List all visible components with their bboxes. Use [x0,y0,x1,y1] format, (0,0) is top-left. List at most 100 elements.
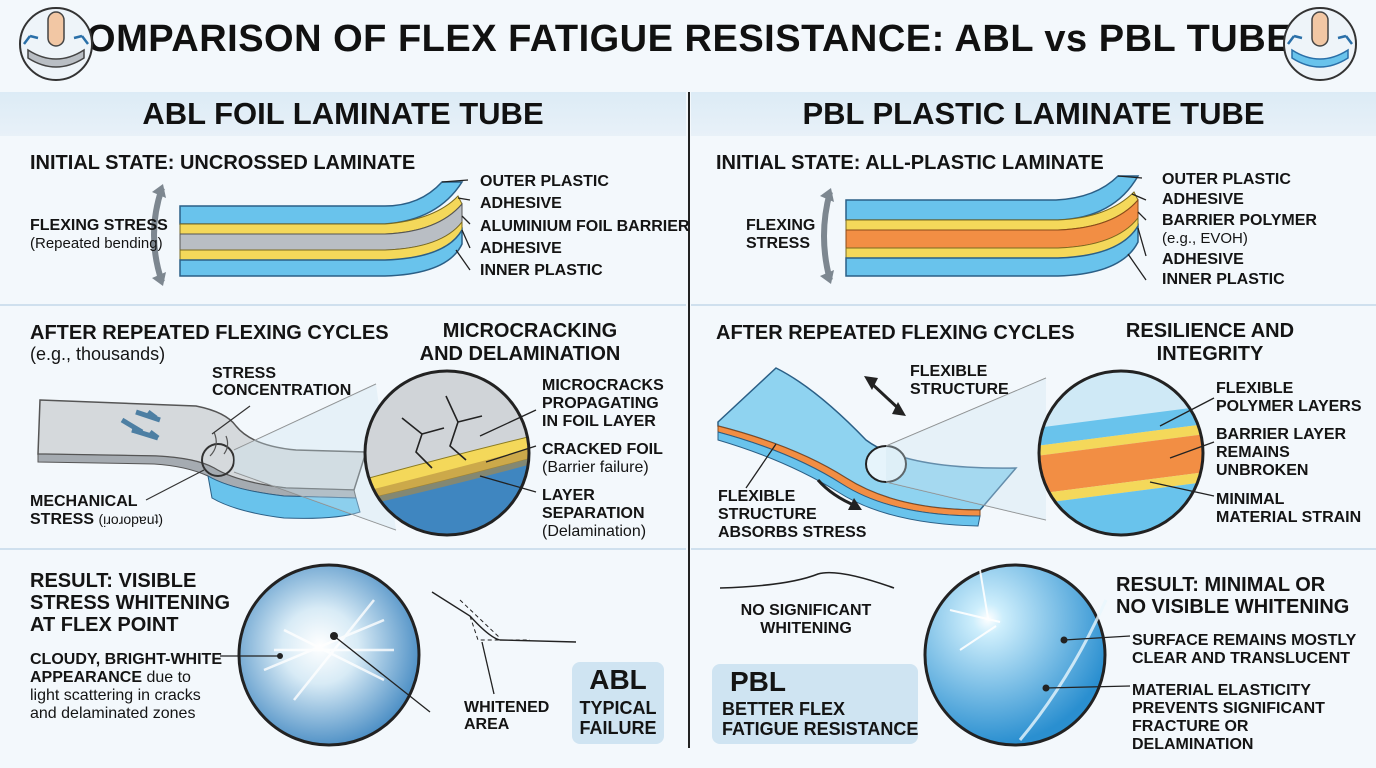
abl-result-heading-3: AT FLEX POINT [30,614,179,636]
pbl-absorbs-1: FLEXIBLE [718,488,796,505]
abl-stress-conc-2: CONCENTRATION [212,382,352,399]
pbl-flexible-structure-2: STRUCTURE [910,381,1009,398]
finger-bending-gray-tube-icon [19,7,93,81]
abl-callout-barrier-failure: (Barrier failure) [542,459,649,476]
abl-badge-code: ABL [589,664,647,695]
pbl-layer-barrier-polymer: BARRIER POLYMER [1162,212,1317,229]
pbl-result-heading-2: NO VISIBLE WHITENING [1116,596,1350,618]
abl-layer-inner-plastic: INNER PLASTIC [480,262,603,279]
row-separator [0,548,686,550]
abl-mech-stress-2: STRESS (ᴉɹoɹopɐuʇ) [30,511,164,528]
pbl-no-whitening-2: WHITENING [760,620,852,637]
abl-whitened-area-2: AREA [464,716,510,733]
abl-cycles-note: (e.g., thousands) [30,344,166,364]
pbl-initial-heading: INITIAL STATE: ALL-PLASTIC LAMINATE [716,152,1104,174]
row-separator [691,304,1376,306]
abl-result-heading-2: STRESS WHITENING [30,592,231,614]
pbl-absorbs-3: ABSORBS STRESS [718,524,867,541]
pbl-zoom-title-1: RESILIENCE AND [1125,320,1295,342]
abl-callout-layer-1: LAYER [542,487,595,504]
pbl-callout-elasticity-4: DELAMINATION [1132,736,1254,753]
pbl-callout-elasticity-3: FRACTURE OR [1132,718,1249,735]
pbl-zoom-title-2: INTEGRITY [1156,343,1264,365]
pbl-callout-surface-1: SURFACE REMAINS MOSTLY [1132,632,1357,649]
pbl-flexible-structure-1: FLEXIBLE [910,363,988,380]
pbl-better-resistance-badge [712,664,918,744]
pbl-layer-adhesive-1: ADHESIVE [1162,191,1244,208]
abl-zoom-title-1: MICROCRACKING [442,320,618,342]
abl-whitening-profile-sketch [431,591,577,695]
abl-laminate-layers [179,179,471,277]
pbl-badge-fatigue: FATIGUE RESISTANCE [722,719,919,739]
pbl-callout-flexible-2: POLYMER LAYERS [1216,398,1362,415]
pbl-flexing-stress-2: STRESS [746,235,811,252]
pbl-callout-strain-2: MATERIAL STRAIN [1216,509,1362,526]
abl-layer-adhesive-1: ADHESIVE [480,195,562,212]
abl-layer-foil-barrier: ALUMINIUM FOIL BARRIER [480,218,690,235]
pbl-zoom-circle-intact-layers [1037,369,1205,537]
abl-stress-conc-1: STRESS [212,365,277,382]
pbl-callout-flexible-1: FLEXIBLE [1216,380,1294,397]
abl-zoom-title-2: AND DELAMINATION [419,343,621,365]
abl-cycles-heading: AFTER REPEATED FLEXING CYCLES [30,322,389,344]
pbl-callout-barrier-2: REMAINS [1216,444,1290,461]
abl-whitened-area-1: WHITENED [464,699,550,716]
abl-result-desc-1: light scattering in cracks [30,687,201,704]
abl-callout-microcracks-1: MICROCRACKS [542,377,664,394]
panel-divider [688,92,690,748]
abl-bent-foil-tube [37,383,397,531]
pbl-layer-adhesive-2: ADHESIVE [1162,251,1244,268]
pbl-laminate-layers [845,175,1147,281]
pbl-result-heading-1: RESULT: MINIMAL OR [1116,574,1326,596]
pbl-flexing-stress-1: FLEXING [746,217,816,234]
abl-whitened-surface-circle [220,563,431,747]
flex-double-arrow-icon [820,188,834,284]
pbl-bent-plastic-tube [717,367,1047,527]
pbl-zoom-callout-lines [1149,397,1215,497]
pbl-callout-surface-2: CLEAR AND TRANSLUCENT [1132,650,1351,667]
abl-result-desc-bold-1: CLOUDY, BRIGHT-WHITE [30,651,222,668]
row-separator [0,304,686,306]
abl-result-desc-2: and delaminated zones [30,705,196,722]
abl-flexing-stress-note: (Repeated bending) [30,235,163,252]
abl-callout-delamination: (Delamination) [542,523,647,540]
pbl-clear-surface-circle [923,563,1131,747]
pbl-flat-profile-sketch [719,571,895,589]
abl-result-desc-bold-2: APPEARANCE due to [30,669,191,686]
abl-initial-heading: INITIAL STATE: UNCROSSED LAMINATE [30,152,416,174]
finger-bending-blue-tube-icon [1283,7,1357,81]
pbl-callout-barrier-1: BARRIER LAYER [1216,426,1347,443]
abl-panel-header [0,92,686,136]
abl-panel-title: ABL FOIL LAMINATE TUBE [142,96,544,131]
pbl-badge-better: BETTER FLEX [722,699,846,719]
abl-zoom-callout-lines [479,409,537,493]
abl-callout-microcracks-2: PROPAGATING [542,395,659,412]
abl-badge-typical: TYPICAL [579,698,657,718]
pbl-panel-title: PBL PLASTIC LAMINATE TUBE [802,96,1265,131]
pbl-badge-code: PBL [730,666,786,697]
abl-layer-outer-plastic: OUTER PLASTIC [480,173,609,190]
pbl-callout-strain-1: MINIMAL [1216,491,1285,508]
pbl-panel-header [691,92,1376,136]
abl-callout-layer-2: SEPARATION [542,505,645,522]
flex-double-arrow-icon [151,184,166,286]
pbl-layer-inner-plastic: INNER PLASTIC [1162,271,1285,288]
abl-layer-adhesive-2: ADHESIVE [480,240,562,257]
pbl-no-whitening-1: NO SIGNIFICANT [740,602,872,619]
pbl-absorbs-2: STRUCTURE [718,506,817,523]
abl-badge-failure: FAILURE [579,718,657,738]
abl-callout-microcracks-3: IN FOIL LAYER [542,413,656,430]
pbl-callout-barrier-3: UNBROKEN [1216,462,1309,479]
pbl-callout-elasticity-2: PREVENTS SIGNIFICANT [1132,700,1325,717]
row-separator [691,548,1376,550]
pbl-layer-outer-plastic: OUTER PLASTIC [1162,171,1291,188]
abl-result-heading-1: RESULT: VISIBLE [30,570,197,592]
pbl-cycles-heading: AFTER REPEATED FLEXING CYCLES [716,322,1075,344]
abl-callout-cracked-foil: CRACKED FOIL [542,441,663,458]
abl-flexing-stress-label: FLEXING STRESS [30,217,168,234]
abl-typical-failure-badge [572,662,664,744]
pbl-callout-elasticity-1: MATERIAL ELASTICITY [1132,682,1311,699]
abl-zoom-circle-microcracks [363,369,531,537]
pbl-barrier-note: (e.g., EVOH) [1162,230,1248,247]
page-title: COMPARISON OF FLEX FATIGUE RESISTANCE: A… [58,18,1318,60]
